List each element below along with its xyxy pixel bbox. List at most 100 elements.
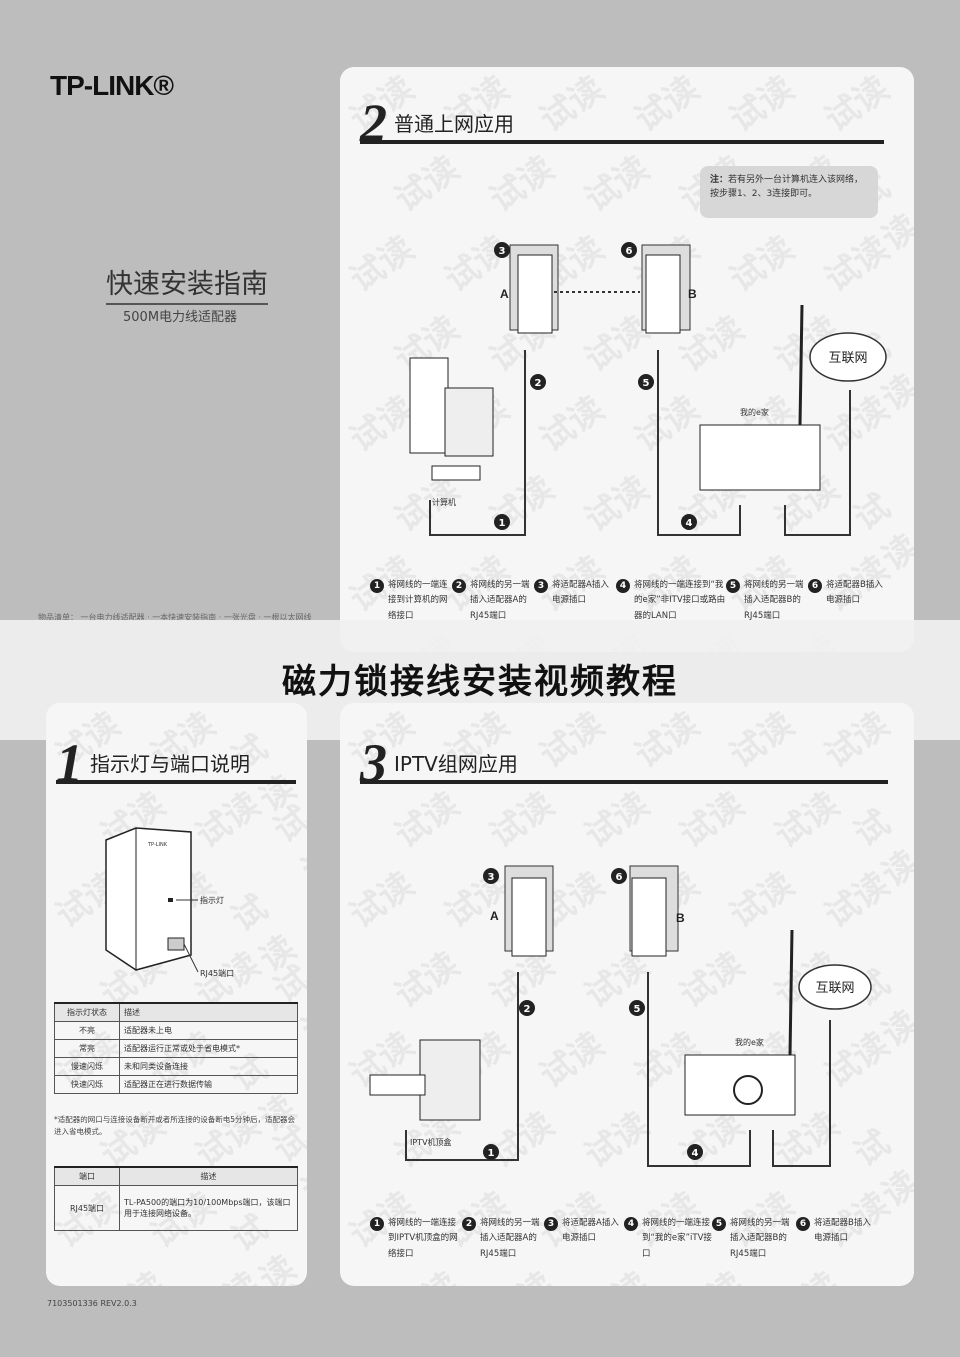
watermark-text: 试读 (387, 148, 466, 221)
table-header: 描述 (119, 1002, 298, 1022)
table-row: 不亮适配器未上电 (54, 1021, 298, 1040)
watermark-text: 试读 (668, 1258, 752, 1286)
table-row: 慢速闪烁未和同类设备连接 (54, 1057, 298, 1076)
table-row: 快速闪烁适配器正在进行数据传输 (54, 1075, 298, 1094)
router-antenna (788, 929, 794, 1056)
section-number: 2 (360, 93, 387, 153)
router-label: 我的e家 (740, 407, 769, 417)
guide-title: 快速安装指南 (106, 262, 268, 305)
section-title: IPTV组网应用 (394, 752, 518, 776)
promo-banner-text[interactable]: 磁力锁接线安装视频教程 (282, 662, 678, 702)
note-text: 若有另外一台计算机连入该网络，按步骤1、2、3连接即可。 (710, 175, 864, 199)
device-brand: TP-LINK (147, 842, 168, 848)
keyboard-icon (431, 465, 481, 481)
section3-diagram: A B IPTV机顶盒 我的e家 互联网 3 6 2 5 1 4 (369, 865, 872, 1167)
computer-label: 计算机 (432, 497, 456, 507)
package-label: 物品清单： (38, 613, 78, 622)
watermark-text: 试读 (262, 1272, 307, 1286)
svg-text:6: 6 (626, 246, 633, 257)
section-number: 3 (360, 733, 387, 793)
note-box: 注：若有另外一台计算机连入该网络，按步骤1、2、3连接即可。 (700, 166, 878, 218)
package-item: 一张光盘 (223, 613, 256, 622)
svg-text:4: 4 (692, 1148, 699, 1159)
svg-text:2: 2 (535, 378, 542, 389)
watermark-text: 试读 (573, 1258, 657, 1286)
table-row: 常亮适配器运行正常或处于省电模式* (54, 1039, 298, 1058)
package-item: 一根以太网线 (263, 613, 312, 622)
adapter-a-icon (517, 254, 553, 334)
adapter-a-label: A (500, 287, 509, 301)
note-label: 注： (710, 175, 729, 185)
router-icon (684, 1054, 796, 1116)
watermark-text: 试读 (482, 784, 561, 857)
watermark-text: 试读 (482, 148, 561, 221)
svg-text:6: 6 (616, 872, 623, 883)
tv-icon (419, 1039, 481, 1121)
watermark-text: 试读 (577, 784, 656, 857)
svg-text:4: 4 (686, 518, 693, 529)
section-title: 指示灯与端口说明 (90, 752, 250, 776)
section-title: 普通上网应用 (394, 112, 514, 136)
internet-label: 互联网 (828, 351, 867, 366)
internet-label: 互联网 (815, 981, 854, 996)
section2-header: 2 普通上网应用 (360, 93, 884, 153)
section-number: 1 (56, 733, 83, 793)
watermark-text: 试读 (577, 148, 656, 221)
adapter-b-label: B (676, 911, 685, 925)
svg-text:5: 5 (643, 378, 650, 389)
package-list: 物品清单： 一台电力线适配器 · 一本快速安装指南 · 一张光盘 · 一根以太网… (38, 613, 312, 622)
cable-1 (429, 350, 526, 536)
watermark-text: 试读 (763, 1258, 847, 1286)
watermark-text: 试读 (842, 1268, 914, 1286)
internet-cloud-icon (809, 332, 887, 382)
adapter-a-label: A (490, 909, 499, 923)
adapter-b-icon (631, 877, 667, 957)
svg-text:3: 3 (499, 246, 506, 257)
svg-text:5: 5 (634, 1004, 641, 1015)
device-diagram: TP-LINK 指示灯 RJ45端口 (105, 827, 234, 978)
port-label: RJ45端口 (200, 968, 234, 978)
cable-1 (405, 972, 519, 1161)
package-item: 一本快速安装指南 (152, 613, 217, 622)
cable-4 (657, 350, 741, 536)
watermark-text: 试读 (383, 1258, 467, 1286)
cable-internet (784, 390, 851, 536)
watermark-text: 试读 (767, 784, 846, 857)
section3-header: 3 IPTV组网应用 (360, 733, 888, 793)
internet-cloud-icon (798, 964, 872, 1010)
cable-4 (647, 972, 751, 1167)
table-header: 指示灯状态 (54, 1002, 120, 1022)
router-antenna (798, 304, 804, 426)
monitor-icon (444, 387, 494, 457)
svg-text:2: 2 (524, 1004, 531, 1015)
section2-diagram: A B 计算机 我的e家 互联网 3 6 2 5 1 4 (409, 242, 887, 536)
cable-internet (772, 1020, 831, 1167)
router-icon (699, 424, 821, 491)
step-markers: 3 6 2 5 1 4 (483, 868, 703, 1160)
router-label: 我的e家 (735, 1037, 764, 1047)
adapter-b-icon (645, 254, 681, 334)
guide-subtitle: 500M电力线适配器 (123, 310, 238, 325)
section1-header: 1 指示灯与端口说明 (56, 733, 296, 793)
doc-number: 7103501336 REV2.0.3 (47, 1299, 137, 1308)
package-item: 一台电力线适配器 (80, 613, 145, 622)
watermark-text: 试读 (387, 784, 466, 857)
table-header: 描述 (119, 1166, 298, 1186)
svg-text:3: 3 (488, 872, 495, 883)
watermark-text: 试读 (672, 784, 751, 857)
rj45-port-icon (167, 937, 185, 951)
watermark-text: 试读 (89, 1258, 173, 1286)
port-pointer (183, 943, 199, 973)
